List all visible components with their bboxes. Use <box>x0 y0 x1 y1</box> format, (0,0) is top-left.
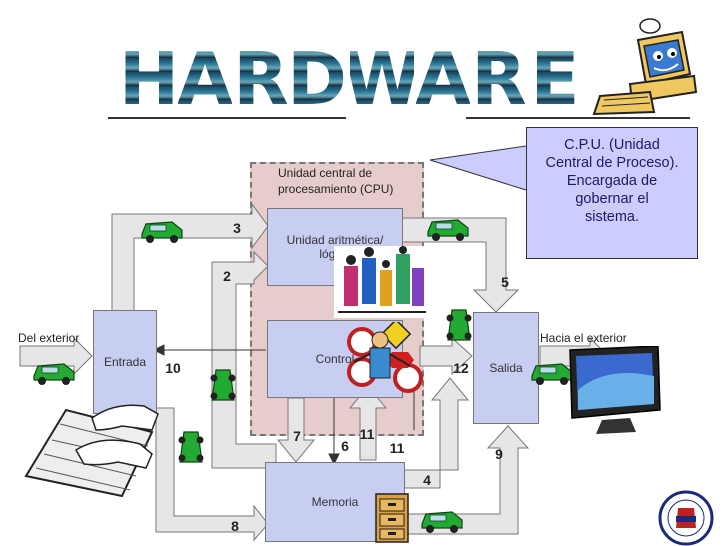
input-label: Entrada <box>103 355 147 369</box>
arrow-5 <box>401 217 520 313</box>
step-number-10: 10 <box>165 360 181 376</box>
callout-line: gobernar el <box>575 191 649 207</box>
car-icon <box>446 309 472 341</box>
title-letter: R <box>233 37 289 121</box>
title-letter: H <box>118 37 180 121</box>
arrow-7 <box>276 397 316 463</box>
university-seal-icon <box>658 490 714 546</box>
step-number-9: 9 <box>495 446 503 462</box>
people-icon <box>334 246 430 318</box>
step-number-8: 8 <box>231 518 239 534</box>
step-number-2: 2 <box>223 268 231 284</box>
alu-label-line1: Unidad aritmética/ <box>286 233 384 247</box>
car-icon <box>210 369 236 401</box>
step-number-6: 6 <box>341 438 349 454</box>
arrow-in <box>19 336 93 376</box>
step-number-3: 3 <box>233 220 241 236</box>
output-block: Salida <box>473 312 539 424</box>
filing-cabinet-icon <box>375 493 409 543</box>
title-underline <box>108 117 346 119</box>
step-number-4: 4 <box>423 472 431 488</box>
memory-label: Memoria <box>311 495 359 509</box>
step-number-12: 12 <box>453 360 469 376</box>
arrow-8 <box>155 407 269 542</box>
callout-line: C.P.U. (Unidad <box>564 137 660 153</box>
title-letter: A <box>415 37 471 121</box>
car-icon <box>421 511 463 533</box>
callout-line: Encargada de <box>566 173 658 189</box>
cpu-label-line2: procesamiento (CPU) <box>278 182 394 196</box>
control-label: Control <box>315 352 355 366</box>
from-outside-label: Del exterior <box>18 331 80 345</box>
step-number-11b: 11 <box>389 440 405 456</box>
computer-mascot-icon <box>592 18 698 116</box>
to-outside-label: Hacia el exterior <box>540 331 627 345</box>
road-signs-icon <box>347 322 423 393</box>
callout-line: sistema. <box>585 209 639 225</box>
title-letter: W <box>342 37 422 121</box>
callout-line: Central de Proceso). <box>545 155 679 171</box>
input-block: Entrada <box>93 310 157 414</box>
title-letter: E <box>528 43 582 115</box>
step-number-7: 7 <box>293 428 301 444</box>
car-icon <box>141 221 183 243</box>
arrow-2 <box>211 250 277 469</box>
output-label: Salida <box>489 361 523 375</box>
car-icon <box>33 363 75 385</box>
car-icon <box>531 363 573 385</box>
title-underline <box>466 117 690 119</box>
step-number-11a: 11 <box>359 426 375 442</box>
car-icon <box>178 431 204 463</box>
title-letter: A <box>177 37 233 121</box>
car-icon <box>427 219 469 241</box>
step-number-5: 5 <box>501 274 509 290</box>
title-letter: R <box>471 37 527 121</box>
arrow-4 <box>401 377 470 489</box>
arrow-12 <box>419 336 473 376</box>
monitor-icon <box>569 346 661 434</box>
cpu-callout: C.P.U. (Unidad Central de Proceso). Enca… <box>526 127 698 259</box>
keyboard-hand-icon <box>24 404 159 498</box>
title-letter: D <box>287 37 347 121</box>
cpu-label-line1: Unidad central de <box>278 166 373 180</box>
arrow-9 <box>401 425 530 535</box>
